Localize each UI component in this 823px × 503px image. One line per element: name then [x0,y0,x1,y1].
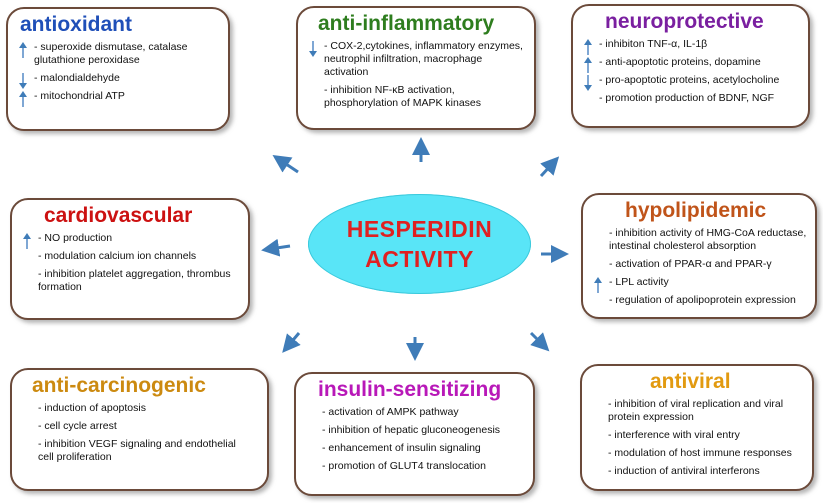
list-item-text: - inhibition platelet aggregation, throm… [38,268,231,293]
cardiovascular-title: cardiovascular [44,204,193,227]
up-arrow-icon [593,276,603,294]
list-item: - promotion of GLUT4 translocation [302,460,525,473]
list-item: - induction of antiviral interferons [588,465,804,478]
list-item-text: - anti-apoptotic proteins, dopamine [599,56,761,68]
list-item: - anti-apoptotic proteins, dopamine [579,56,800,73]
hypolipidemic-box: hypolipidemic - inhibition activity of H… [581,193,817,319]
hypolipidemic-title: hypolipidemic [625,199,767,222]
list-item: - LPL activity [589,276,807,293]
list-item-text: - pro-apoptotic proteins, acetylocholine [599,74,780,86]
list-item: - COX-2,cytokines, inflammatory enzymes,… [304,40,526,79]
list-item: - superoxide dismutase, catalase glutath… [14,41,220,67]
list-item-text: - regulation of apolipoprotein expressio… [609,294,796,306]
down-arrow-icon [18,72,28,90]
list-item-text: - superoxide dismutase, catalase glutath… [34,41,188,66]
list-item-text: - inhibition of hepatic gluconeogenesis [322,424,501,436]
list-item-text: - activation of PPAR-α and PPAR-γ [609,258,772,270]
list-item: - enhancement of insulin signaling [302,442,525,455]
list-item: - pro-apoptotic proteins, acetylocholine [579,74,800,91]
list-item-text: - enhancement of insulin signaling [322,442,481,454]
arrow-to-neuroprotective [539,156,560,178]
antiviral-box: antiviral - inhibition of viral replicat… [580,364,814,491]
up-arrow-icon [18,90,28,108]
list-item-text: - inhibition of viral replication and vi… [608,398,784,423]
antioxidant-title: antioxidant [20,13,133,36]
list-item-text: - inhibiton TNF-α, IL-1β [599,38,708,50]
anti-carcinogenic-box: anti-carcinogenic - induction of apoptos… [10,368,269,491]
list-item: - activation of AMPK pathway [302,406,525,419]
antioxidant-box: antioxidant - superoxide dismutase, cata… [6,7,230,131]
list-item: - interference with viral entry [588,429,804,442]
list-item-text: - inhibition VEGF signaling and endothel… [38,438,236,463]
hypolipidemic-list: - inhibition activity of HMG-CoA reducta… [589,227,807,307]
list-item: - malondialdehyde [14,72,220,89]
list-item: - inhibition NF-κB activation, phosphory… [304,84,526,110]
antiviral-list: - inhibition of viral replication and vi… [588,398,804,478]
up-arrow-icon [18,41,28,59]
up-arrow-icon [583,38,593,56]
down-arrow-icon [308,40,318,58]
center-line-2: ACTIVITY [365,246,474,272]
insulin-sensitizing-title: insulin-sensitizing [318,378,502,401]
arrow-to-antiviral [529,331,550,352]
anti-inflammatory-list: - COX-2,cytokines, inflammatory enzymes,… [304,40,526,110]
neuroprotective-title: neuroprotective [605,10,764,33]
list-item-text: - modulation calcium ion channels [38,250,197,262]
list-item: - inhibition activity of HMG-CoA reducta… [589,227,807,253]
antiviral-title: antiviral [650,370,731,393]
neuroprotective-list: - inhibiton TNF-α, IL-1β - anti-apoptotic… [579,38,800,105]
down-arrow-icon [583,74,593,92]
list-item-text: - activation of AMPK pathway [322,406,459,418]
hesperidin-activity-center: HESPERIDIN ACTIVITY [308,194,531,294]
list-item-text: - malondialdehyde [34,72,120,84]
insulin-sensitizing-box: insulin-sensitizing - activation of AMPK… [294,372,535,496]
list-item: - mitochondrial ATP [14,90,220,107]
arrow-to-anti-carcinogenic [282,332,301,353]
list-item: - modulation of host immune responses [588,447,804,460]
list-item-text: - induction of antiviral interferons [608,465,760,477]
list-item-text: - cell cycle arrest [38,420,117,432]
cardiovascular-list: - NO production - modulation calcium ion … [18,232,240,294]
up-arrow-icon [22,232,32,250]
list-item-text: - mitochondrial ATP [34,90,125,102]
list-item: - inhibition platelet aggregation, throm… [18,268,240,294]
list-item: - induction of apoptosis [18,402,259,415]
up-arrow-icon [583,56,593,74]
list-item-text: - promotion of GLUT4 translocation [322,460,486,472]
list-item: - regulation of apolipoprotein expressio… [589,294,807,307]
arrow-to-cardiovascular [261,238,291,257]
list-item: - inhibition of viral replication and vi… [588,398,804,424]
list-item: - modulation calcium ion channels [18,250,240,263]
anti-inflammatory-box: anti-inflammatory - COX-2,cytokines, inf… [296,6,536,130]
list-item: - NO production [18,232,240,249]
list-item: - activation of PPAR-α and PPAR-γ [589,258,807,271]
list-item: - promotion production of BDNF, NGF [579,92,800,105]
center-line-1: HESPERIDIN [346,216,493,242]
cardiovascular-box: cardiovascular - NO production - modulati… [10,198,250,320]
arrow-to-antioxidant [272,155,299,174]
list-item-text: - interference with viral entry [608,429,740,441]
list-item: - inhibition VEGF signaling and endothel… [18,438,259,464]
list-item-text: - inhibition NF-κB activation, phosphory… [324,84,482,109]
list-item: - inhibition of hepatic gluconeogenesis [302,424,525,437]
list-item: - cell cycle arrest [18,420,259,433]
list-item: - inhibiton TNF-α, IL-1β [579,38,800,55]
anti-carcinogenic-title: anti-carcinogenic [32,374,206,397]
list-item-text: - modulation of host immune responses [608,447,792,459]
list-item-text: - LPL activity [609,276,669,288]
antioxidant-list: - superoxide dismutase, catalase glutath… [14,41,220,107]
neuroprotective-box: neuroprotective - inhibiton TNF-α, IL-1β… [571,4,810,128]
list-item-text: - COX-2,cytokines, inflammatory enzymes,… [324,40,523,78]
anti-carcinogenic-list: - induction of apoptosis - cell cycle arr… [18,402,259,464]
insulin-sensitizing-list: - activation of AMPK pathway - inhibition… [302,406,525,473]
anti-inflammatory-title: anti-inflammatory [318,12,495,35]
list-item-text: - NO production [38,232,113,244]
list-item-text: - inhibition activity of HMG-CoA reducta… [609,227,807,252]
list-item-text: - promotion production of BDNF, NGF [599,92,775,104]
list-item-text: - induction of apoptosis [38,402,146,414]
